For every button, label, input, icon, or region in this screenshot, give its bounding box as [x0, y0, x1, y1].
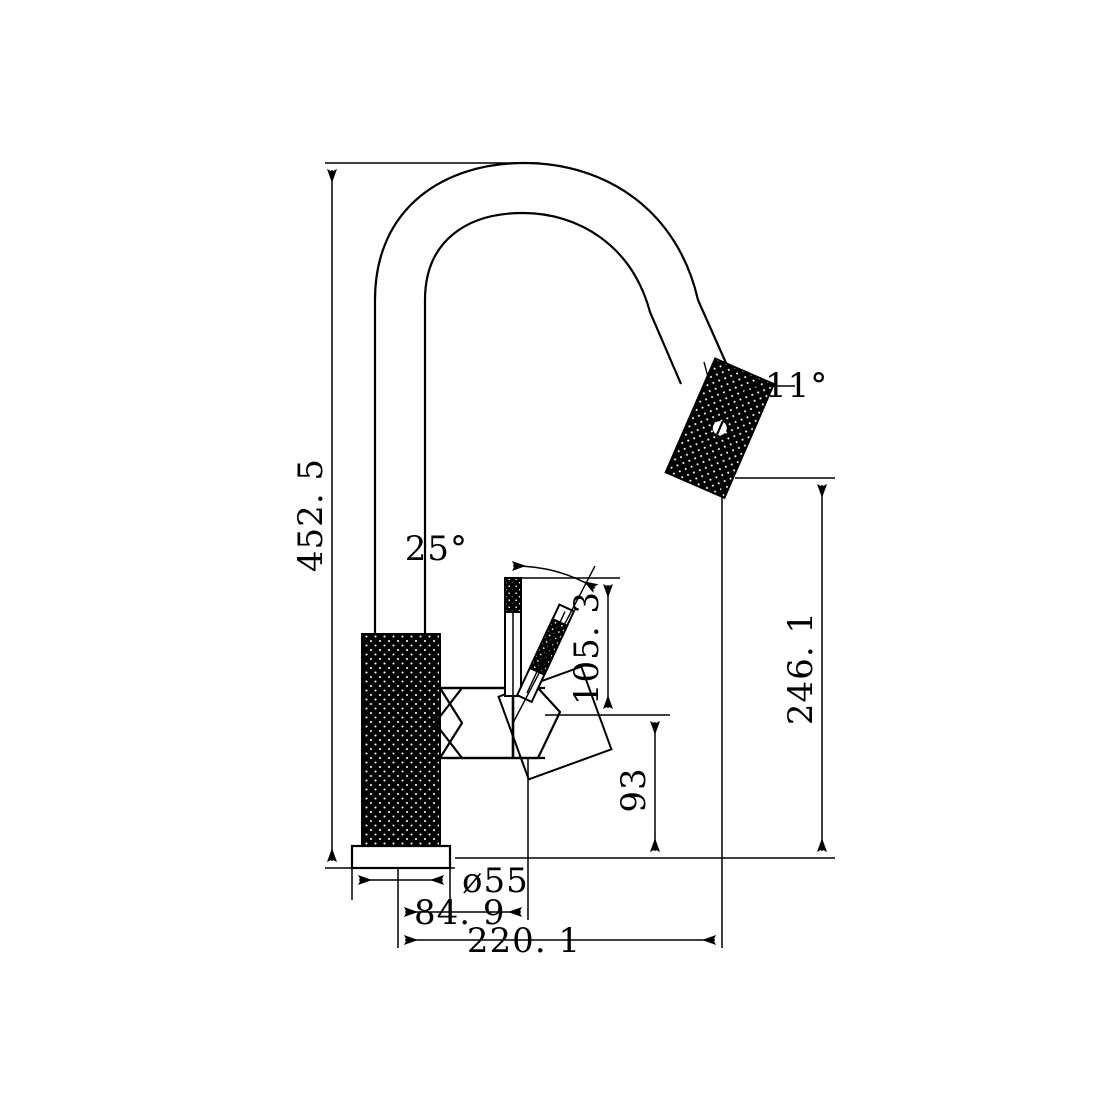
angle-11-label: 11° — [765, 366, 828, 406]
dim-outlet-height: 246. 1 — [455, 477, 835, 859]
handle-lever-tilted-arm — [515, 603, 576, 704]
dim-overall-height-label: 452. 5 — [291, 458, 331, 572]
dim-body-depth-label: 84. 9 — [414, 893, 506, 933]
body-column — [361, 633, 441, 847]
dim-outlet-height-label: 246. 1 — [781, 611, 821, 725]
dim-lever-height-label: 105. 3 — [567, 591, 607, 705]
dim-body-depth: 84. 9 — [397, 758, 529, 948]
valve-housing — [433, 686, 562, 760]
dim-base-diameter-label: ø55 — [462, 861, 529, 901]
spray-head — [664, 357, 776, 500]
dim-base-diameter: ø55 — [351, 861, 529, 912]
angle-11-dim: 11° — [736, 366, 828, 406]
angle-25-dim: 25° — [405, 529, 599, 700]
dim-body-height: 93 — [614, 721, 660, 852]
base-flange — [350, 844, 452, 870]
dim-overall-reach-label: 220. 1 — [467, 921, 581, 961]
spray-head-seam — [703, 361, 713, 393]
dim-overall-reach: 220. 1 — [404, 478, 723, 961]
dim-lever-height: 105. 3 — [513, 577, 670, 716]
angle-25-label: 25° — [405, 529, 468, 569]
dim-overall-height: 452. 5 — [291, 162, 540, 869]
dim-body-height-label: 93 — [614, 767, 654, 812]
